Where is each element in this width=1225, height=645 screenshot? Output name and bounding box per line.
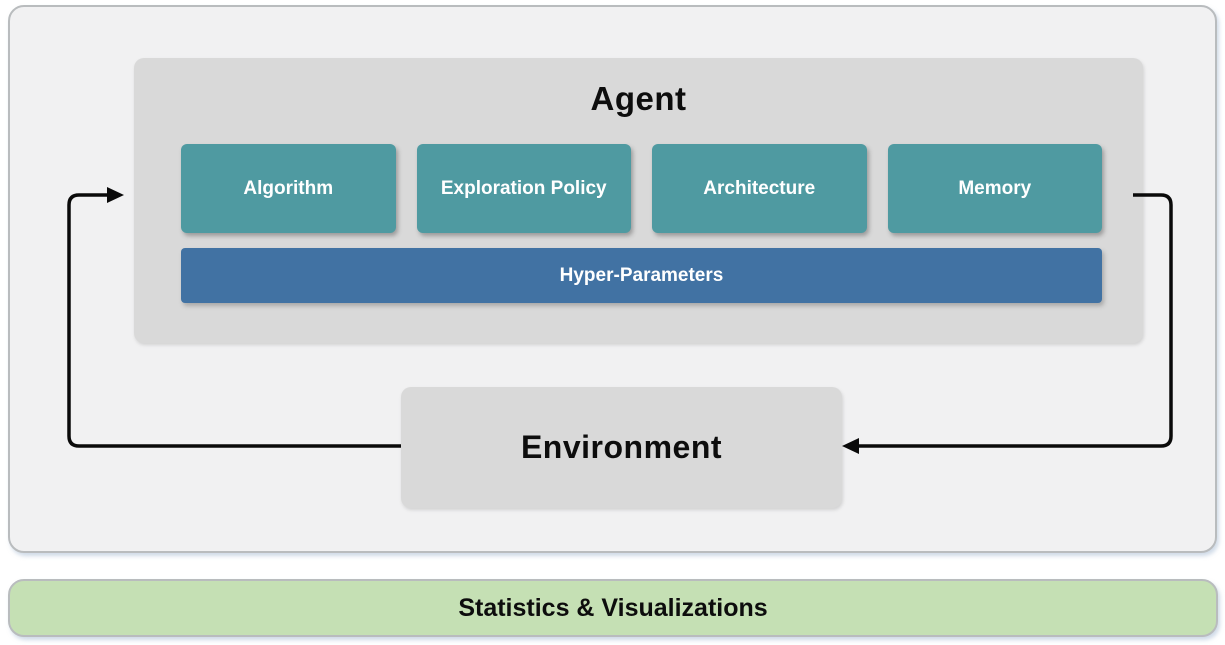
- component-box-architecture: Architecture: [652, 144, 867, 233]
- agent-box: Agent Algorithm Exploration Policy Archi…: [134, 58, 1143, 343]
- stats-visualizations-label: Statistics & Visualizations: [458, 593, 768, 622]
- component-box-memory: Memory: [887, 144, 1102, 233]
- component-box-exploration-policy: Exploration Policy: [416, 144, 631, 233]
- environment-label: Environment: [520, 429, 723, 465]
- hyper-parameters-label: Hyper-Parameters: [559, 264, 724, 286]
- component-label-memory: Memory: [958, 177, 1032, 199]
- hyper-parameters-bar: Hyper-Parameters: [181, 248, 1102, 303]
- agent-components-row: Algorithm Exploration Policy Architectur…: [181, 144, 1102, 233]
- component-box-algorithm: Algorithm: [181, 144, 396, 233]
- agent-title: Agent: [590, 80, 687, 117]
- component-label-architecture: Architecture: [703, 177, 816, 199]
- environment-box: Environment: [401, 387, 842, 508]
- stats-visualizations-bar: Statistics & Visualizations: [8, 579, 1218, 637]
- component-label-algorithm: Algorithm: [243, 177, 334, 199]
- component-label-exploration-policy: Exploration Policy: [440, 177, 607, 199]
